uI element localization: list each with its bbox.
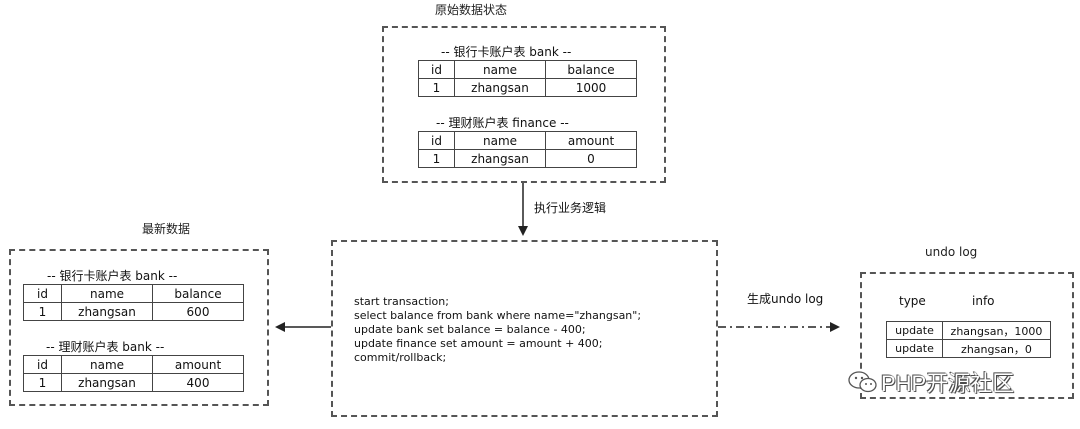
code-line: commit/rollback; — [354, 351, 447, 364]
undo-log-title: undo log — [925, 245, 978, 259]
cell: update — [886, 321, 943, 340]
cell: zhangsan，1000 — [942, 321, 1051, 340]
latest-bank-caption: -- 银行卡账户表 bank -- — [47, 269, 178, 283]
header-cell: name — [454, 60, 546, 79]
original-finance-caption: -- 理财账户表 finance -- — [436, 116, 569, 130]
header-cell: id — [23, 355, 62, 374]
cell: 1 — [418, 78, 455, 97]
table-header-row: id name balance — [23, 284, 244, 303]
table-header-row: id name amount — [23, 355, 244, 374]
table-row: update zhangsan，1000 — [886, 321, 1051, 340]
wechat-icon — [848, 371, 877, 393]
cell: 0 — [545, 149, 637, 168]
original-state-title: 原始数据状态 — [435, 3, 508, 17]
header-cell: id — [418, 60, 455, 79]
table-header-row: id name amount — [418, 131, 637, 150]
cell: 1 — [23, 302, 62, 321]
original-bank-table: id name balance 1 zhangsan 1000 — [418, 60, 637, 97]
watermark: PHP开源社区 — [881, 371, 1015, 396]
table-row: 1 zhangsan 600 — [23, 302, 244, 321]
header-cell: id — [418, 131, 455, 150]
cell: zhangsan — [454, 78, 546, 97]
undo-type-header: type — [899, 294, 926, 308]
header-cell: name — [454, 131, 546, 150]
undo-log-box — [860, 272, 1074, 399]
cell: 1 — [23, 373, 62, 392]
original-finance-table: id name amount 1 zhangsan 0 — [418, 131, 637, 168]
table-row: 1 zhangsan 400 — [23, 373, 244, 392]
table-header-row: id name balance — [418, 60, 637, 79]
code-line: start transaction; — [354, 295, 449, 308]
cell: 400 — [152, 373, 244, 392]
cell: zhangsan — [61, 302, 153, 321]
cell: update — [886, 339, 943, 358]
original-bank-caption: -- 银行卡账户表 bank -- — [441, 45, 572, 59]
header-cell: name — [61, 355, 153, 374]
undo-log-table: update zhangsan，1000 update zhangsan，0 — [886, 321, 1051, 358]
code-line: update finance set amount = amount + 400… — [354, 337, 603, 350]
execute-label: 执行业务逻辑 — [534, 201, 607, 215]
latest-finance-table: id name amount 1 zhangsan 400 — [23, 355, 244, 392]
original-state-box — [382, 26, 666, 183]
header-cell: id — [23, 284, 62, 303]
latest-state-box — [9, 249, 269, 406]
transaction-box — [331, 240, 718, 417]
header-cell: amount — [152, 355, 244, 374]
cell: zhangsan，0 — [942, 339, 1051, 358]
generate-undo-label: 生成undo log — [747, 292, 824, 306]
header-cell: balance — [545, 60, 637, 79]
cell: 1 — [418, 149, 455, 168]
header-cell: name — [61, 284, 153, 303]
latest-bank-table: id name balance 1 zhangsan 600 — [23, 284, 244, 321]
code-line: select balance from bank where name="zha… — [354, 309, 642, 322]
cell: 600 — [152, 302, 244, 321]
header-cell: amount — [545, 131, 637, 150]
cell: zhangsan — [454, 149, 546, 168]
table-row: 1 zhangsan 1000 — [418, 78, 637, 97]
transaction-code: start transaction; select balance from b… — [354, 295, 641, 365]
undo-info-header: info — [972, 294, 995, 308]
table-row: 1 zhangsan 0 — [418, 149, 637, 168]
latest-state-title: 最新数据 — [142, 222, 191, 236]
header-cell: balance — [152, 284, 244, 303]
latest-finance-caption: -- 理财账户表 bank -- — [46, 340, 165, 354]
cell: 1000 — [545, 78, 637, 97]
code-line: update bank set balance = balance - 400; — [354, 323, 586, 336]
table-row: update zhangsan，0 — [886, 339, 1051, 358]
cell: zhangsan — [61, 373, 153, 392]
